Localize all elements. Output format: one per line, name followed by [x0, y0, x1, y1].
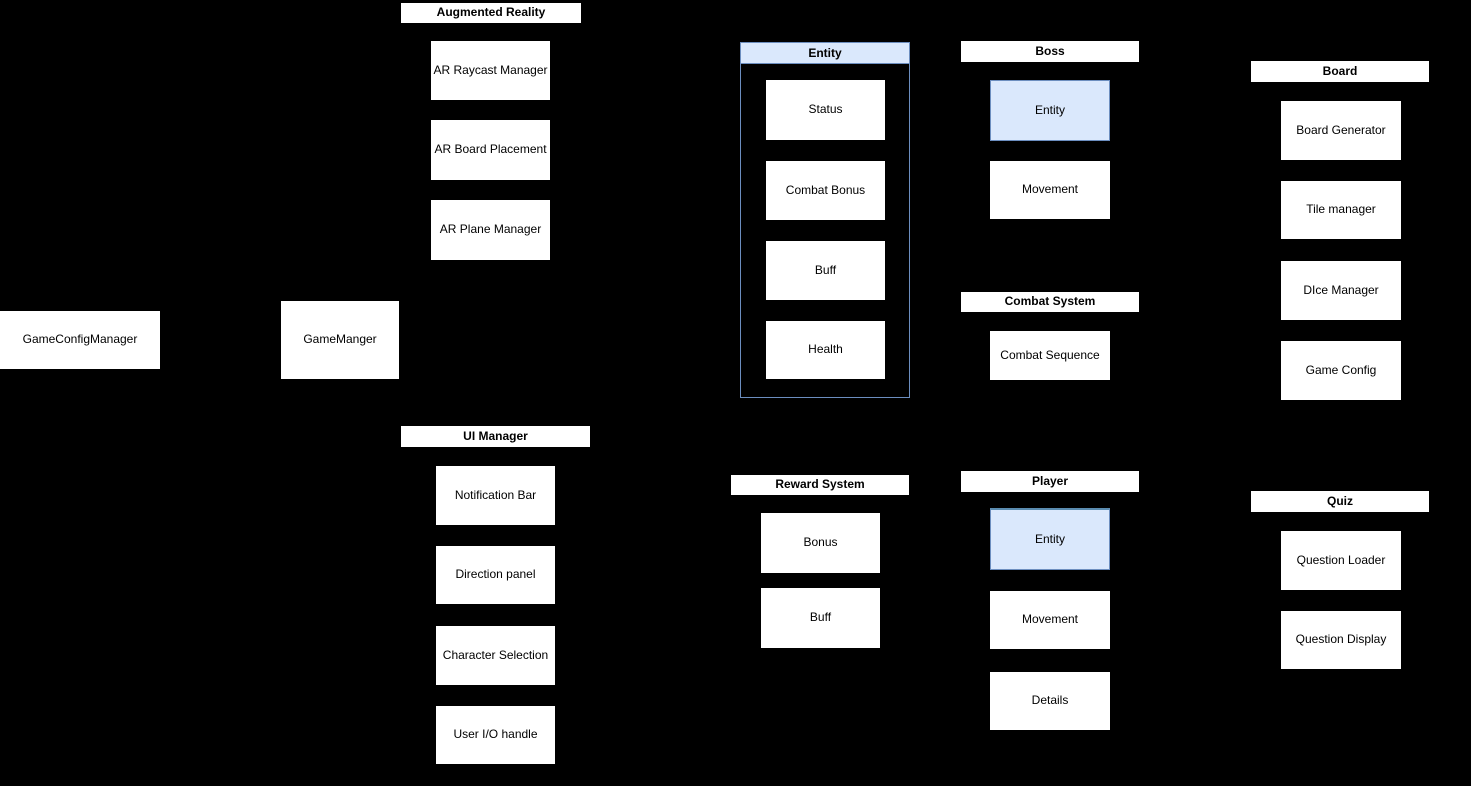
node-game-config-manager: GameConfigManager: [0, 311, 160, 369]
node-direction-panel: Direction panel: [436, 546, 555, 604]
node-boss-movement: Movement: [990, 161, 1110, 219]
group-header-reward-system: Reward System: [731, 475, 909, 495]
node-ar-raycast-manager: AR Raycast Manager: [431, 41, 550, 100]
node-ar-plane-manager: AR Plane Manager: [431, 200, 550, 260]
node-reward-bonus: Bonus: [761, 513, 880, 573]
group-header-player: Player: [961, 471, 1139, 492]
node-game-config: Game Config: [1281, 341, 1401, 400]
node-entity-health: Health: [766, 321, 885, 379]
node-entity-combat-bonus: Combat Bonus: [766, 161, 885, 220]
node-question-loader: Question Loader: [1281, 531, 1401, 590]
node-dice-manager: DIce Manager: [1281, 261, 1401, 320]
group-header-ui-manager: UI Manager: [401, 426, 590, 447]
node-player-entity: Entity: [990, 508, 1110, 570]
group-header-boss: Boss: [961, 41, 1139, 62]
group-header-augmented-reality: Augmented Reality: [401, 3, 581, 23]
node-board-generator: Board Generator: [1281, 101, 1401, 160]
node-entity-buff: Buff: [766, 241, 885, 300]
node-game-manger: GameManger: [281, 301, 399, 379]
group-header-entity: Entity: [741, 43, 909, 64]
node-boss-entity: Entity: [990, 80, 1110, 141]
group-header-board: Board: [1251, 61, 1429, 82]
node-user-io-handle: User I/O handle: [436, 706, 555, 764]
node-player-movement: Movement: [990, 591, 1110, 649]
node-reward-buff: Buff: [761, 588, 880, 648]
node-notification-bar: Notification Bar: [436, 466, 555, 525]
group-header-combat-system: Combat System: [961, 292, 1139, 312]
entity-group-frame: Entity: [740, 42, 910, 398]
node-player-details: Details: [990, 672, 1110, 730]
group-header-quiz: Quiz: [1251, 491, 1429, 512]
node-question-display: Question Display: [1281, 611, 1401, 669]
node-ar-board-placement: AR Board Placement: [431, 120, 550, 180]
node-character-selection: Character Selection: [436, 626, 555, 685]
node-combat-sequence: Combat Sequence: [990, 331, 1110, 380]
node-entity-status: Status: [766, 80, 885, 140]
node-tile-manager: Tile manager: [1281, 181, 1401, 239]
